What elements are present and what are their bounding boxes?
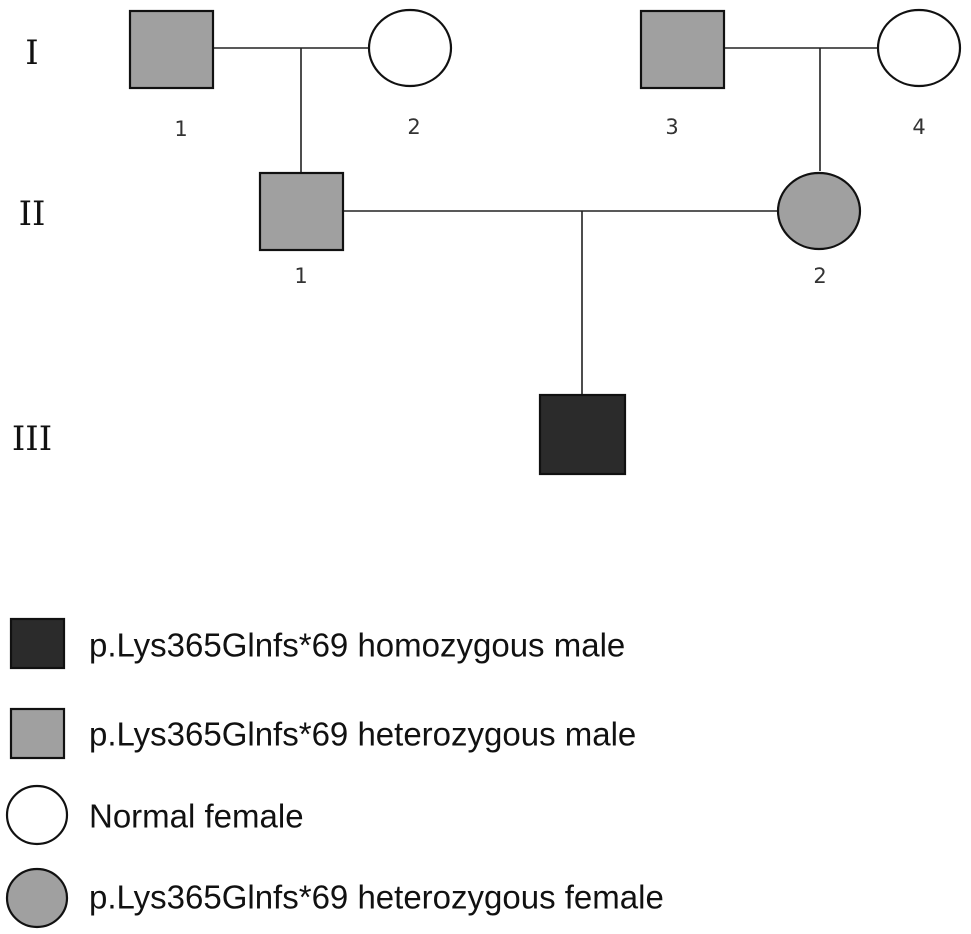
individual-i1-label: 1 [174,117,187,141]
individual-ii2-symbol [776,171,862,251]
legend-heterozygous-male-icon [9,707,66,760]
legend-heterozygous-male-text: p.Lys365Glnfs*69 heterozygous male [89,716,636,753]
relationship-lines [213,47,880,395]
individual-ii1-label: 1 [294,264,307,288]
individual-i3-label: 3 [665,115,678,139]
individual-ii2-label: 2 [813,264,826,288]
individual-iii1-symbol [538,393,627,476]
individual-i1-symbol [128,9,215,90]
legend-heterozygous-female-text: p.Lys365Glnfs*69 heterozygous female [89,879,664,916]
generation-label-ii: II [19,194,46,234]
individual-i2-symbol [367,8,453,88]
legend-normal-female-icon [5,784,69,846]
legend-heterozygous-female-icon [5,867,69,929]
legend-homozygous-male-text: p.Lys365Glnfs*69 homozygous male [89,627,625,664]
generation-label-iii: III [12,419,52,459]
individual-i2-label: 2 [407,115,420,139]
individual-i4-symbol [876,8,962,88]
legend: p.Lys365Glnfs*69 homozygous male p.Lys36… [5,617,664,929]
legend-homozygous-male-icon [9,617,66,670]
legend-normal-female-text: Normal female [89,798,304,835]
individual-ii1-symbol [258,171,345,252]
individual-i4-label: 4 [912,115,925,139]
individual-i3-symbol [639,9,726,90]
generation-label-i: I [25,33,38,73]
